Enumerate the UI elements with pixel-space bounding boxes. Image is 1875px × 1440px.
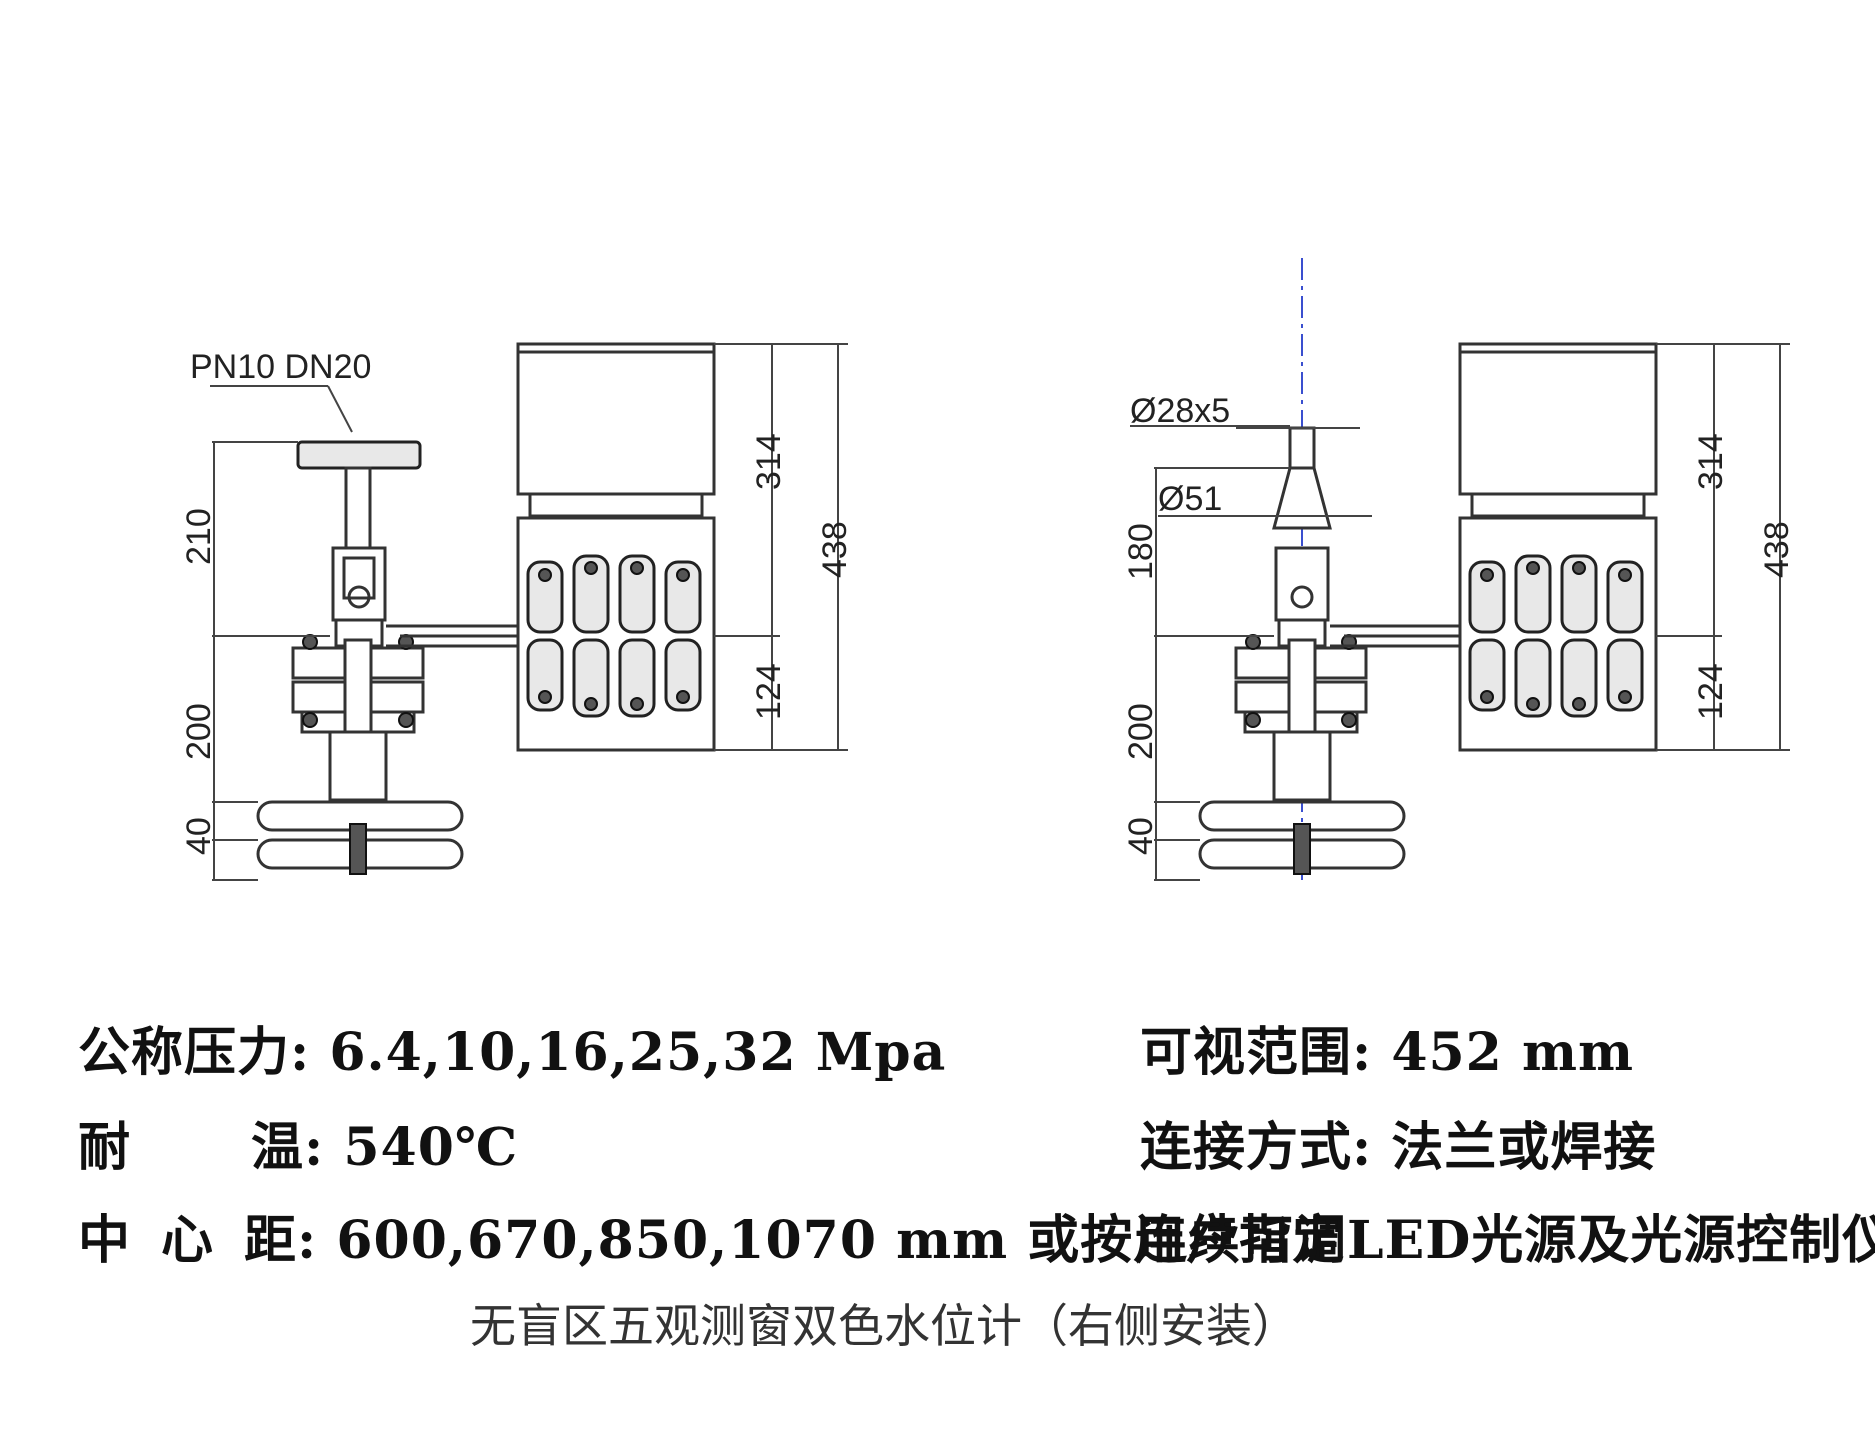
dim-200-left: 200 [180, 703, 218, 760]
connection-value: 法兰或焊接 [1391, 1117, 1657, 1178]
dim-180-right: 180 [1122, 523, 1160, 580]
spec-light-source: 连续可调LED光源及光源控制仪 [1135, 1198, 1875, 1273]
center-label-a: 中 [78, 1210, 132, 1271]
center-label-b: 心 [161, 1210, 215, 1271]
temp-label-b: 温: [251, 1117, 325, 1178]
handwheel [296, 440, 422, 470]
dim-40-right: 40 [1122, 817, 1160, 855]
light-source-box [516, 342, 716, 496]
dim-40-left: 40 [180, 817, 218, 855]
right-view: Ø28x5 Ø51 [1122, 258, 1796, 881]
dim-200-right: 200 [1122, 703, 1160, 760]
observation-window-body [516, 516, 716, 752]
dim-124-left: 124 [750, 663, 788, 720]
pressure-label: 公称压力: [78, 1022, 311, 1083]
dim-314-right: 314 [1692, 433, 1730, 490]
center-value: 600,670,850,1070 mm 或按用户指定 [336, 1210, 1346, 1271]
center-label-c: 距: [244, 1210, 318, 1271]
dim-438-right: 438 [1758, 521, 1796, 578]
dim-314-left: 314 [750, 433, 788, 490]
flange-label: Ø51 [1158, 480, 1222, 518]
dim-438-left: 438 [816, 521, 854, 578]
dim-124-right: 124 [1692, 663, 1730, 720]
pressure-value: 6.4,10,16,25,32 Mpa [329, 1022, 947, 1083]
pipe-label: Ø28x5 [1130, 392, 1230, 430]
valve-label: PN10 DN20 [190, 348, 371, 386]
connection-label: 连接方式: [1140, 1117, 1373, 1178]
observation-windows-right [1468, 554, 1644, 718]
range-value: 452 mm [1391, 1022, 1635, 1083]
dim-210-left: 210 [180, 508, 218, 565]
spec-visible-range: 可视范围: 452 mm [1140, 1010, 1634, 1085]
light-source: 连续可调LED光源及光源控制仪 [1135, 1210, 1875, 1271]
spec-pressure: 公称压力: 6.4,10,16,25,32 Mpa [78, 1010, 946, 1085]
spec-temperature: 耐 温: 540℃ [78, 1105, 518, 1180]
range-label: 可视范围: [1140, 1022, 1373, 1083]
temp-label-a: 耐 [78, 1117, 132, 1178]
figure-caption: 无盲区五观测窗双色水位计（右侧安装） [470, 1299, 1298, 1353]
left-view: PN10 DN20 [180, 342, 854, 881]
spec-connection: 连接方式: 法兰或焊接 [1140, 1105, 1656, 1180]
observation-windows [526, 554, 702, 718]
temp-value: 540℃ [343, 1117, 519, 1178]
technical-drawing: PN10 DN20 [180, 258, 1796, 881]
spec-center-distance: 中心距: 600,670,850,1070 mm 或按用户指定 [78, 1198, 1345, 1273]
